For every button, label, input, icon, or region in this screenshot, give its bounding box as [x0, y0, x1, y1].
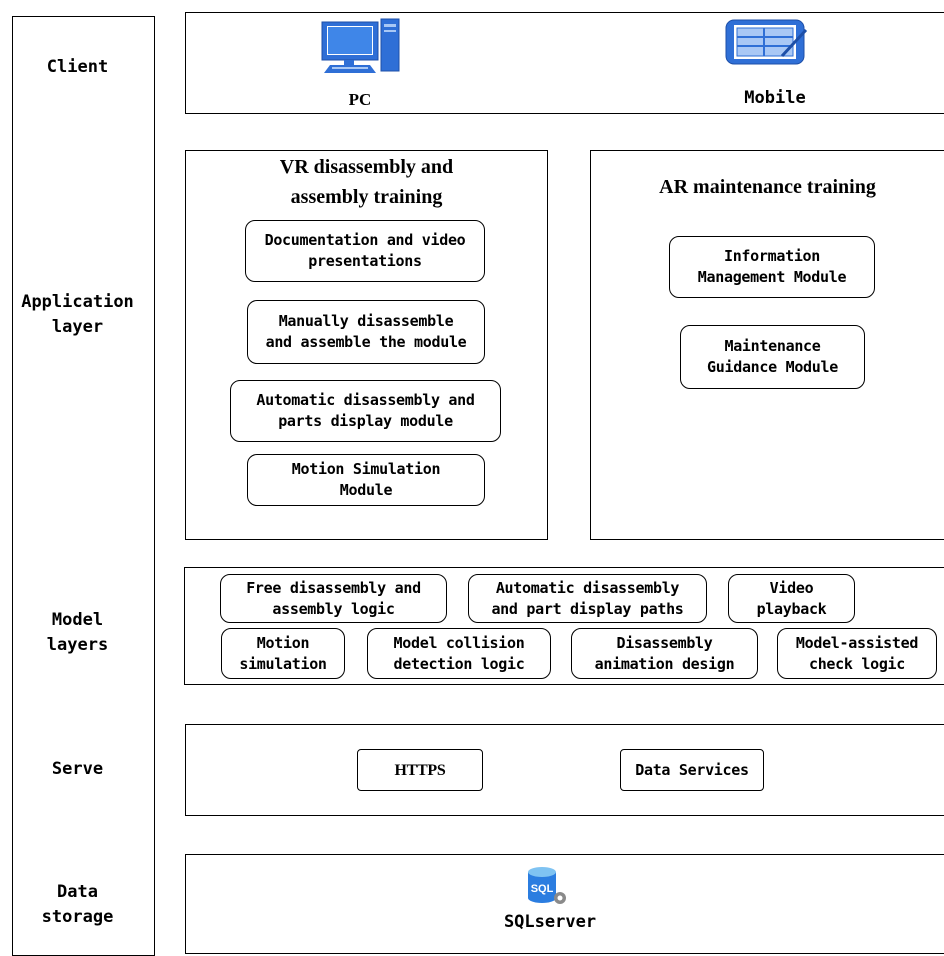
model-item-auto-paths: Automatic disassembly and part display p… — [468, 574, 707, 623]
sql-badge-text: SQL — [531, 883, 554, 895]
vr-module-automatic: Automatic disassembly and parts display … — [230, 380, 501, 442]
layer-label-model: Model layers — [46, 610, 109, 655]
desktop-computer-icon — [321, 18, 400, 73]
vr-module-motion: Motion Simulation Module — [247, 454, 485, 506]
ar-training-title: AR maintenance training — [659, 176, 876, 198]
serve-https: HTTPS — [357, 749, 483, 791]
layer-label-serve: Serve — [51, 759, 104, 779]
model-item-free-logic: Free disassembly and assembly logic — [220, 574, 447, 623]
client-pc-label: PC — [348, 90, 372, 109]
model-item-motion-simulation: Motion simulation — [221, 628, 345, 679]
tablet-icon — [725, 19, 808, 65]
model-item-video-playback: Video playback — [728, 574, 855, 623]
vr-training-title: VR disassembly and assembly training — [279, 156, 454, 208]
serve-layer-panel — [185, 724, 944, 816]
ar-module-guidance: Maintenance Guidance Module — [680, 325, 865, 389]
client-mobile-label: Mobile — [744, 88, 806, 108]
sql-database-icon: SQL — [528, 867, 566, 904]
client-panel — [185, 12, 944, 114]
data-storage-panel — [185, 854, 944, 954]
serve-data-services: Data Services — [620, 749, 764, 791]
vr-module-documentation: Documentation and video presentations — [245, 220, 485, 282]
model-item-collision: Model collision detection logic — [367, 628, 551, 679]
data-storage-db-label: SQLserver — [503, 912, 597, 932]
layer-label-client: Client — [46, 57, 109, 77]
ar-module-information: Information Management Module — [669, 236, 875, 298]
layer-label-data-storage: Data storage — [41, 882, 114, 927]
layer-column — [12, 16, 155, 956]
model-item-animation: Disassembly animation design — [571, 628, 758, 679]
vr-module-manual: Manually disassemble and assemble the mo… — [247, 300, 485, 364]
layer-label-application: Application layer — [21, 292, 134, 337]
model-item-check-logic: Model-assisted check logic — [777, 628, 937, 679]
